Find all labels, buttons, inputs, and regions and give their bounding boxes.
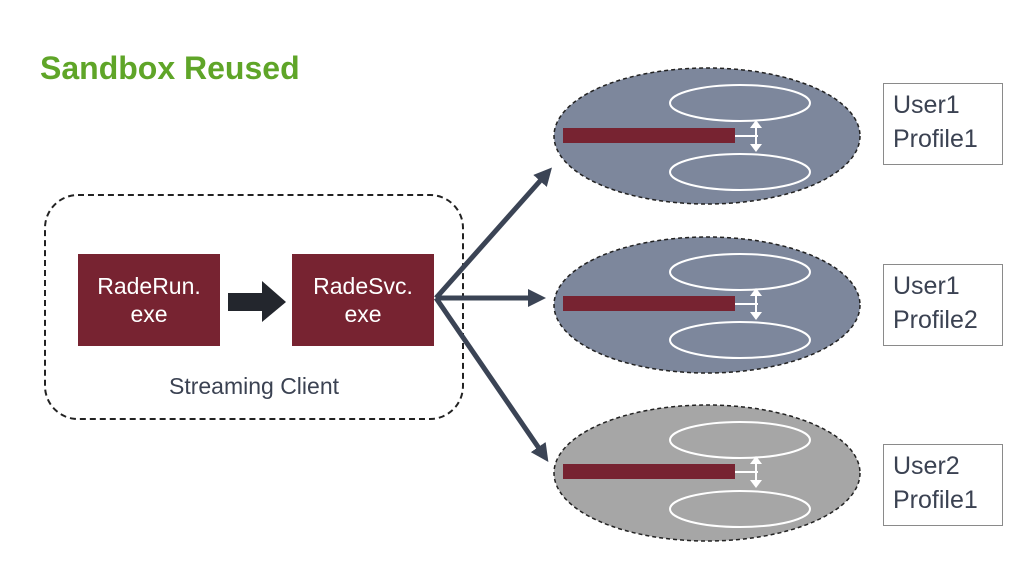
sandbox-1-slot-bottom xyxy=(669,153,811,191)
raderun-process-box: RadeRun. exe xyxy=(78,254,220,346)
streaming-client-label: Streaming Client xyxy=(168,373,340,399)
sandbox-2-arrow-up-head xyxy=(750,288,762,296)
process-flow-arrow xyxy=(228,281,286,322)
sandbox-3-slot-bottom xyxy=(669,490,811,528)
sandbox-3-process-bar xyxy=(563,464,735,479)
profile-label-box-2: User1 Profile2 xyxy=(883,264,1003,346)
raderun-label-line2: exe xyxy=(130,301,168,327)
page-title: Sandbox Reused xyxy=(40,50,300,86)
sandbox-1-arrow-up-head xyxy=(750,120,762,128)
raderun-label-line1: RadeRun. xyxy=(97,273,201,299)
sandbox-2-slot-top xyxy=(669,253,811,291)
sandbox-3-slot-top xyxy=(669,421,811,459)
profile-2-user: User1 xyxy=(893,272,960,300)
arrow-to-sandbox-3 xyxy=(433,296,549,462)
profile-2-profile: Profile2 xyxy=(893,306,978,334)
sandbox-3-arrow-down-head xyxy=(750,480,762,488)
sandbox-2 xyxy=(553,236,861,374)
radesvc-label-line1: RadeSvc. xyxy=(313,273,413,299)
profile-3-user: User2 xyxy=(893,452,960,480)
sandbox-2-process-bar xyxy=(563,296,735,311)
sandbox-1-process-bar xyxy=(563,128,735,143)
radesvc-process-box: RadeSvc. exe xyxy=(292,254,434,346)
profile-1-user: User1 xyxy=(893,91,960,119)
radesvc-label-line2: exe xyxy=(344,301,382,327)
sandbox-1-slot-top xyxy=(669,84,811,122)
arrow-to-sandbox-1 xyxy=(434,167,552,300)
streaming-client-container xyxy=(44,194,464,420)
profile-3-profile: Profile1 xyxy=(893,486,978,514)
sandbox-1 xyxy=(553,67,861,205)
profile-1-profile: Profile1 xyxy=(893,125,978,153)
sandbox-2-slot-bottom xyxy=(669,321,811,359)
profile-label-box-3: User2 Profile1 xyxy=(883,444,1003,526)
sandbox-2-arrow-down-head xyxy=(750,312,762,320)
sandbox-1-arrow-down-head xyxy=(750,144,762,152)
sandbox-3 xyxy=(553,404,861,542)
sandbox-3-arrow-up-head xyxy=(750,456,762,464)
profile-label-box-1: User1 Profile1 xyxy=(883,83,1003,165)
